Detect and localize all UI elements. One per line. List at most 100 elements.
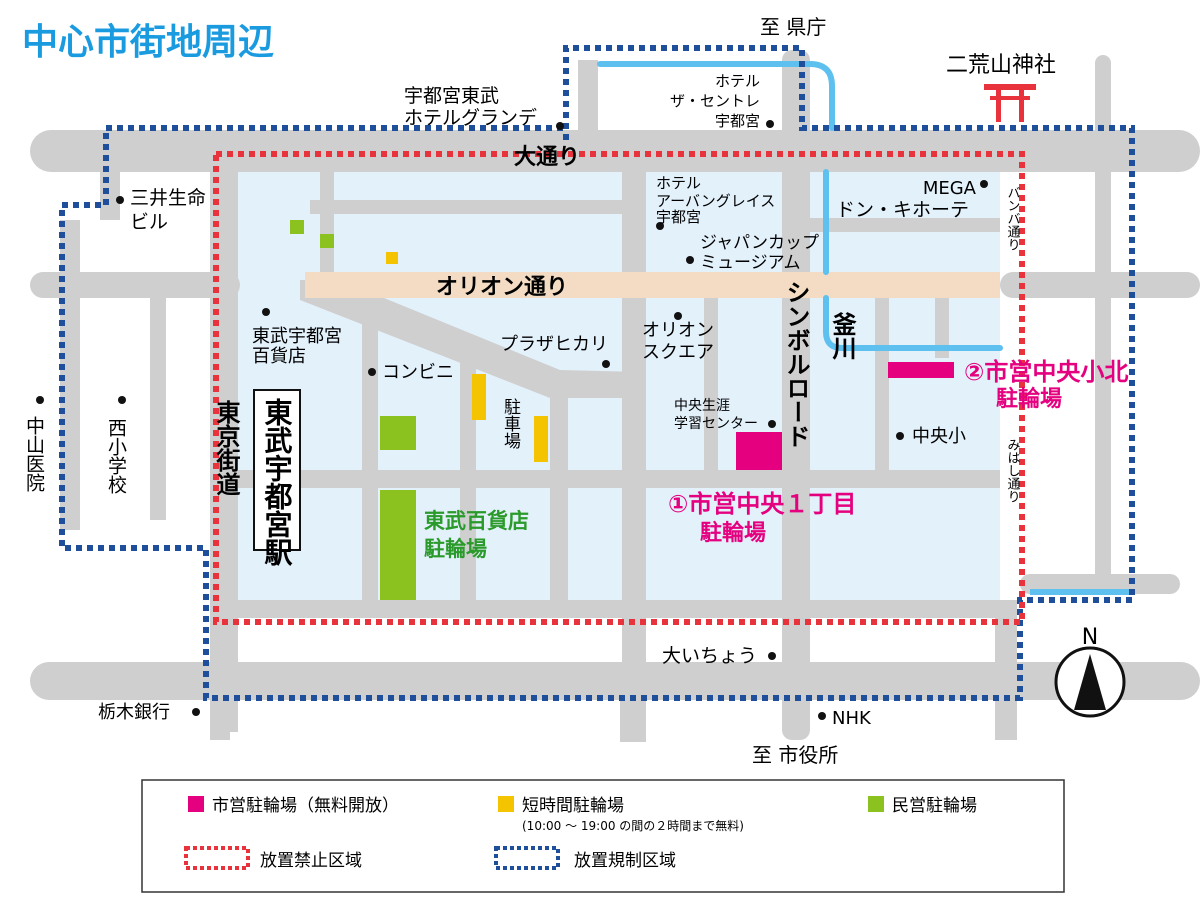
municipal-parking-2 <box>888 362 954 378</box>
road-east-a <box>875 298 889 474</box>
road-nw-2 <box>320 172 334 282</box>
road-south <box>30 662 1200 700</box>
label-ooicho: 大いちょう <box>662 645 757 667</box>
road-label-orion: オリオン通り <box>436 275 568 300</box>
dot-mitsui <box>116 196 124 204</box>
torii-post-left <box>996 90 1001 122</box>
label-tobu-dept-2: 百貨店 <box>252 346 306 367</box>
road-south-b <box>995 600 1017 740</box>
legend-no-parking: 放置禁止区域 <box>260 851 362 871</box>
dot-plaza <box>602 360 610 368</box>
legend: 市営駐輪場（無料開放） 短時間駐輪場 (10:00 ～ 19:00 の間の２時間… <box>141 779 1065 893</box>
dot-tochigi <box>192 708 200 716</box>
road-center-a <box>622 172 646 742</box>
label-mitsui-2: ビル <box>130 211 168 233</box>
road-west-b <box>150 290 166 520</box>
label-shogai-2: 学習センター <box>674 416 758 432</box>
road-diagonal <box>300 280 640 398</box>
label-futarasan: 二荒山神社 <box>946 53 1056 78</box>
label-orion-sq-2: スクエア <box>642 342 714 363</box>
label-grande-2: ホテルグランデ <box>404 107 537 129</box>
compass-letter: N <box>1082 625 1098 650</box>
road-center-e <box>704 298 718 474</box>
label-centre-2: ザ・セントレ <box>670 92 760 110</box>
legend-swatch-no-parking <box>184 846 250 870</box>
torii-beam <box>990 96 1030 100</box>
road-north-a <box>578 60 598 140</box>
road-center-c <box>460 360 476 604</box>
block-main-east <box>645 172 1000 604</box>
road-orion <box>305 272 1000 298</box>
private-parking-3 <box>380 416 416 450</box>
label-grande-1: 宇都宮東武 <box>404 85 499 107</box>
road-far-east <box>1095 55 1111 595</box>
label-plaza: プラザヒカリ <box>500 334 608 355</box>
label-japancup-2: ミュージアム <box>700 253 800 273</box>
label-tobu-dept-1: 東武宇都宮 <box>252 326 342 347</box>
private-parking-tobu <box>380 490 416 600</box>
north-compass: N <box>1054 625 1126 718</box>
road-label-mihashi: みはし通り <box>1005 438 1021 503</box>
road-center-d <box>362 300 378 604</box>
short-parking-1 <box>472 374 486 420</box>
label-japancup-1: ジャパンカップ <box>700 233 819 253</box>
dot-urban <box>656 222 664 230</box>
landmark-dots <box>36 120 988 720</box>
label-tobu-line1: 東武百貨店 <box>424 509 529 533</box>
legend-short: 短時間駐輪場 <box>522 796 624 816</box>
road-south-a <box>620 700 644 742</box>
label-p1-line2: 駐輪場 <box>700 520 766 546</box>
label-urban-3: 宇都宮 <box>656 208 701 226</box>
road-center-b <box>550 380 568 604</box>
legend-short-note: (10:00 ～ 19:00 の間の２時間まで無料) <box>522 818 744 833</box>
dot-nishi <box>118 396 126 404</box>
label-mega-2: ドン・キホーテ <box>836 199 969 221</box>
dot-tobu-dept <box>262 308 270 316</box>
river-label: 釜川 <box>828 311 857 360</box>
dot-grande <box>556 122 564 130</box>
label-p1-line1: ①市営中央１丁目 <box>668 490 856 518</box>
label-konbini: コンビニ <box>382 362 454 383</box>
dot-japancup <box>686 256 694 264</box>
private-parking-1 <box>290 220 304 234</box>
road-sw-a <box>210 700 230 740</box>
map-title: 中心市街地周辺 <box>22 22 274 63</box>
legend-swatch-private <box>868 796 884 812</box>
legend-municipal: 市営駐輪場（無料開放） <box>212 796 399 816</box>
compass-needle <box>1074 654 1106 710</box>
label-centre-3: 宇都宮 <box>715 112 760 130</box>
label-centre-1: ホテル <box>715 72 760 90</box>
dot-chuo-sho <box>896 432 904 440</box>
torii-post-right <box>1019 90 1024 122</box>
legend-swatch-short <box>498 796 514 812</box>
legend-private: 民営駐輪場 <box>892 796 977 816</box>
label-mega-1: MEGA <box>923 178 977 199</box>
label-chuo-sho: 中央小 <box>912 426 966 447</box>
dot-centre <box>766 120 774 128</box>
road-symbol <box>782 50 810 740</box>
label-nishi: 西小学校 <box>105 418 127 494</box>
label-nhk: NHK <box>832 708 872 729</box>
dot-ooicho <box>768 652 776 660</box>
station-box <box>253 389 301 551</box>
municipal-parking-1 <box>736 432 782 470</box>
legend-swatch-regulated <box>494 846 560 870</box>
dot-mega <box>980 180 988 188</box>
road-label-banba: バンバ通り <box>1005 186 1021 251</box>
road-label-tokyo-kaido: 東京街道 <box>212 400 241 496</box>
road-nw-1 <box>310 200 640 214</box>
torii-top <box>984 84 1036 90</box>
label-mitsui-1: 三井生命 <box>130 187 206 209</box>
direction-north: 至 県庁 <box>760 15 826 39</box>
label-p2-line2: 駐輪場 <box>996 386 1062 412</box>
dot-orion-sq <box>674 312 682 320</box>
label-tochigi: 栃木銀行 <box>98 702 170 723</box>
regulated-zone-border <box>59 45 1135 701</box>
road-west-mid <box>30 272 240 298</box>
legend-regulated: 放置規制区域 <box>574 851 676 871</box>
short-parking-3 <box>386 252 398 264</box>
label-urban-1: ホテル <box>656 174 701 192</box>
label-short-parking: 駐車場 <box>500 398 521 450</box>
road-label-odori: 大通り <box>514 145 580 170</box>
